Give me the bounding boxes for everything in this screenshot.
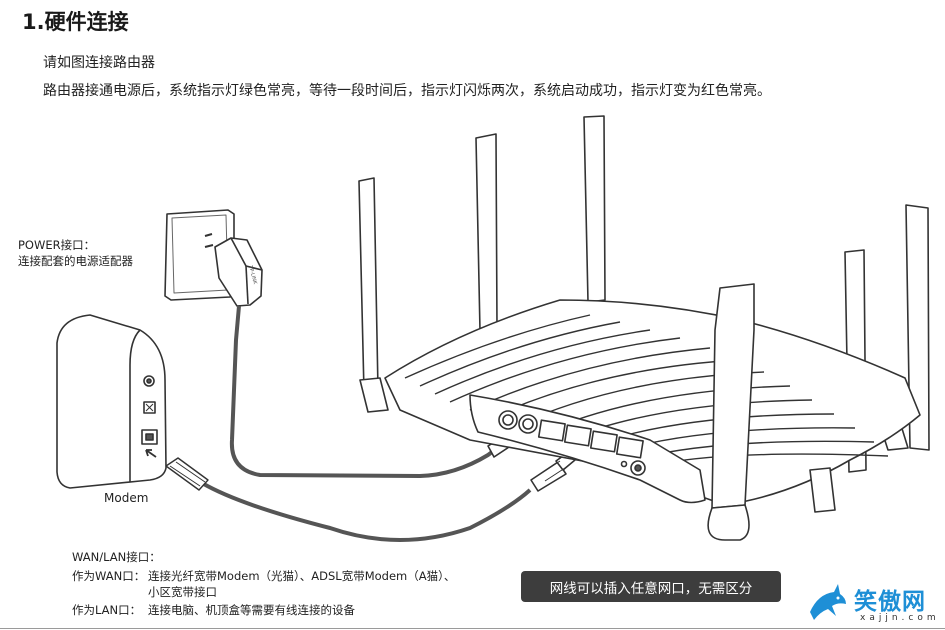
power-text: 连接配套的电源适配器 <box>18 254 133 268</box>
modem-illustration <box>56 314 167 489</box>
power-heading: POWER接口： <box>18 238 96 252</box>
lan-text: 连接电脑、机顶盒等需要有线连接的设备 <box>148 603 355 617</box>
modem-label: Modem <box>104 491 149 505</box>
watermark-name: 笑傲网 <box>854 589 926 615</box>
adapter-brand: TP-LINK <box>247 264 258 286</box>
watermark-url: xajjn.com <box>860 613 940 623</box>
power-port-label: POWER接口： 连接配套的电源适配器 <box>18 237 133 269</box>
router-illustration <box>358 115 930 541</box>
power-cable <box>229 305 494 478</box>
wan-text-line1: 连接光纤宽带Modem（光猫）、ADSL宽带Modem（A猫）、 <box>148 569 456 583</box>
wan-text-line2: 小区宽带接口 <box>148 585 217 599</box>
wanlan-heading: WAN/LAN接口： <box>72 550 161 564</box>
bottom-divider <box>0 628 945 629</box>
hint-box: 网线可以插入任意网口，无需区分 <box>521 571 781 602</box>
section-title: 1.硬件连接 <box>22 10 129 34</box>
wan-lan-port-description: WAN/LAN接口： 作为WAN口： 连接光纤宽带Modem（光猫）、ADSL宽… <box>72 549 455 618</box>
lan-key: 作为LAN口： <box>72 603 142 617</box>
shark-icon <box>810 584 846 620</box>
description: 路由器接通电源后，系统指示灯绿色常亮，等待一段时间后，指示灯闪烁两次，系统启动成… <box>43 83 771 99</box>
power-adapter-icon: TP-LINK <box>204 233 263 307</box>
ethernet-cable <box>200 481 532 542</box>
watermark-logo: 笑傲网 xajjn.com <box>808 580 942 628</box>
subtitle: 请如图连接路由器 <box>43 55 155 71</box>
wan-key: 作为WAN口： <box>72 569 146 583</box>
